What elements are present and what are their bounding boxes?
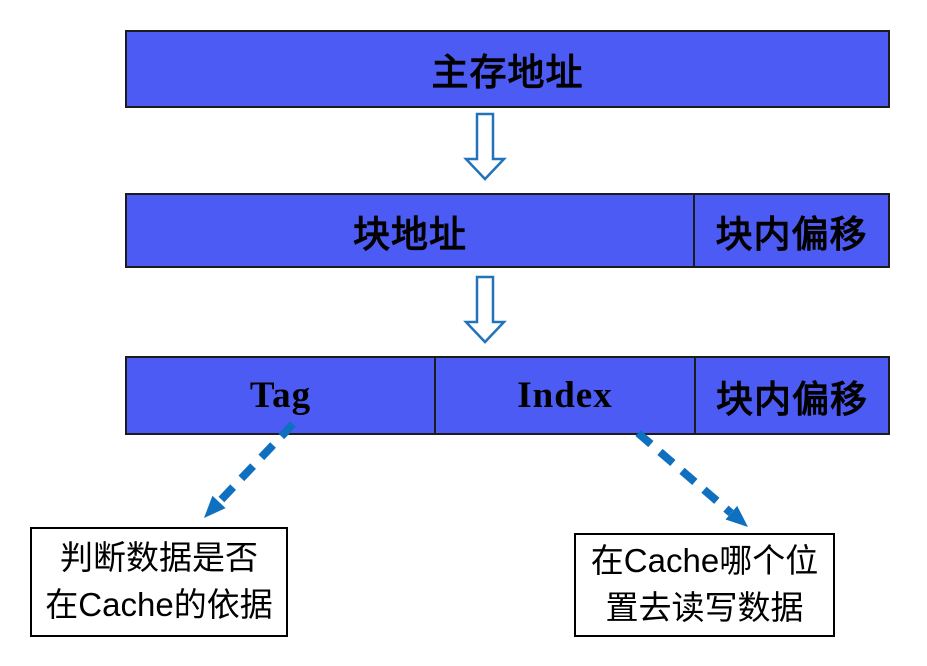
- mapped-offset-cell: 块内偏移: [694, 358, 888, 433]
- block-address-cell: 块地址: [127, 195, 693, 266]
- block-address-bar: 块地址 块内偏移: [125, 193, 890, 268]
- main-address-bar: 主存地址: [125, 30, 890, 108]
- index-cell: Index: [434, 358, 694, 433]
- index-note-box: 在Cache哪个位 置去读写数据: [574, 533, 835, 637]
- down-arrow-top-icon: [463, 112, 507, 181]
- down-arrow-middle-icon: [463, 275, 507, 344]
- tag-note-line-1: 判断数据是否: [60, 539, 258, 577]
- tag-note-box: 判断数据是否 在Cache的依据: [30, 527, 288, 637]
- index-dashed-arrow-icon: [635, 429, 748, 527]
- tag-cell: Tag: [127, 358, 434, 433]
- index-note-line-1: 在Cache哪个位: [590, 542, 819, 580]
- main-address-cell: 主存地址: [127, 32, 888, 106]
- block-offset-label: 块内偏移: [715, 214, 868, 256]
- tag-note-line-2: 在Cache的依据: [45, 586, 273, 623]
- tag-dashed-arrow-icon: [204, 421, 296, 518]
- index-label: Index: [517, 375, 613, 416]
- main-address-label: 主存地址: [431, 53, 584, 94]
- index-note-line-2: 置去读写数据: [605, 589, 804, 626]
- mapped-address-bar: Tag Index 块内偏移: [125, 356, 890, 435]
- block-address-label: 块地址: [353, 214, 467, 256]
- tag-label: Tag: [249, 375, 312, 416]
- block-offset-cell: 块内偏移: [693, 195, 888, 266]
- mapped-offset-label: 块内偏移: [716, 379, 868, 421]
